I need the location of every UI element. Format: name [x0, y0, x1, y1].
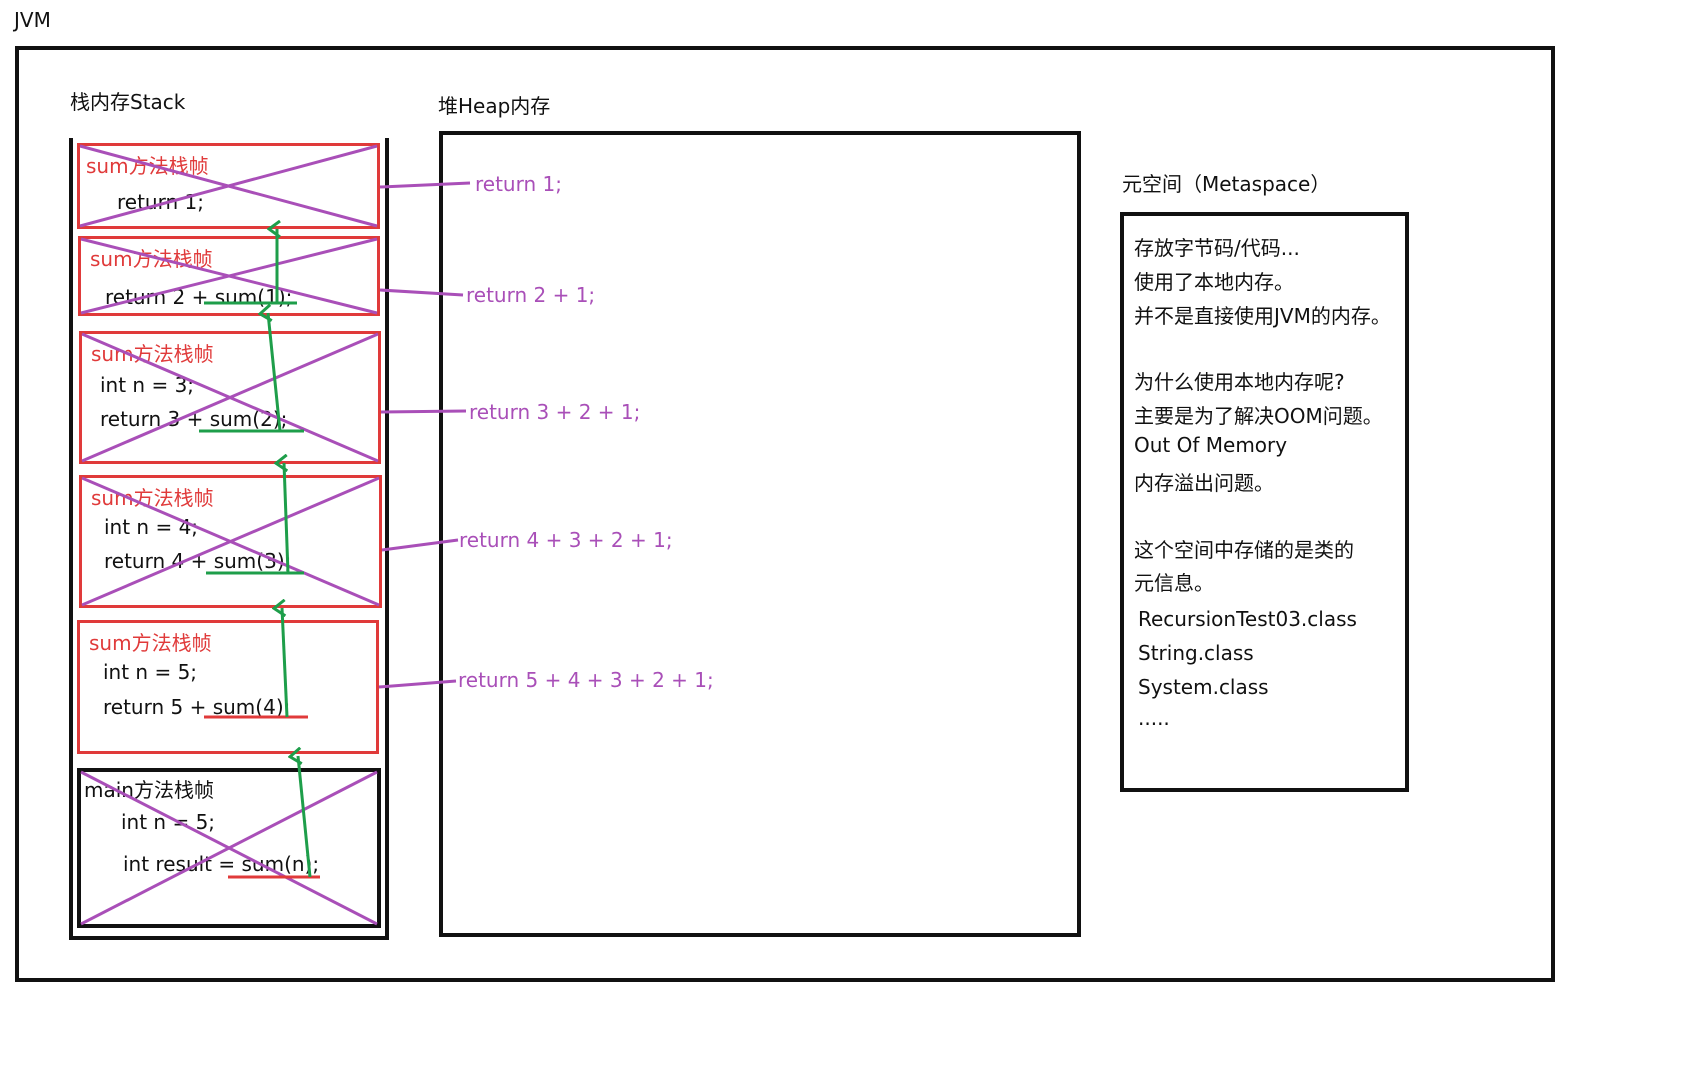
metaspace-line: System.class — [1138, 675, 1269, 699]
call-arrows — [268, 229, 312, 878]
heap-return-3: return 3 + 2 + 1; — [469, 400, 641, 424]
frame-title: sum方法栈帧 — [89, 631, 212, 655]
arrow-icon — [298, 756, 312, 878]
stack-container — [69, 138, 389, 940]
metaspace-line: 使用了本地内存。 — [1134, 270, 1294, 294]
frame-line: int n = 5; — [121, 810, 216, 834]
heap-container — [439, 131, 1081, 937]
stack-frame-sum-2: sum方法栈帧 return 2 + sum(1); — [78, 236, 380, 316]
connector-line — [379, 181, 471, 189]
heap-return-2: return 2 + 1; — [466, 283, 596, 307]
stack-label: 栈内存Stack — [70, 90, 186, 114]
metaspace-line: String.class — [1138, 641, 1254, 665]
connector-line — [380, 409, 467, 414]
heap-return-1: return 1; — [475, 172, 562, 196]
connector-line — [381, 538, 459, 552]
frame-line: return 3 + sum(2); — [100, 407, 288, 431]
metaspace-line: 为什么使用本地内存呢? — [1134, 370, 1345, 394]
metaspace-container: 存放字节码/代码... 使用了本地内存。 并不是直接使用JVM的内存。 为什么使… — [1120, 212, 1409, 792]
frame-line: return 5 + sum(4); — [103, 695, 291, 719]
frame-line: int n = 5; — [103, 660, 198, 684]
stack-frame-main: main方法栈帧 int n = 5; int result = sum(n); — [77, 768, 381, 928]
arrow-icon — [282, 608, 289, 718]
metaspace-line: 并不是直接使用JVM的内存。 — [1134, 304, 1391, 328]
frame-line: int n = 3; — [100, 373, 195, 397]
jvm-label: JVM — [14, 8, 51, 32]
arrow-icon — [284, 463, 290, 574]
arrow-icon — [268, 313, 282, 432]
metaspace-label: 元空间（Metaspace） — [1122, 172, 1331, 196]
frame-line: int result = sum(n); — [123, 852, 320, 876]
cross-line — [80, 237, 378, 315]
metaspace-line: 这个空间中存储的是类的 — [1134, 538, 1354, 562]
heap-connectors — [378, 181, 471, 689]
metaspace-line: 内存溢出问题。 — [1134, 471, 1274, 495]
frame-crosses — [79, 144, 380, 926]
frame-line: int n = 4; — [104, 515, 199, 539]
connector-line — [379, 288, 464, 297]
frame-line: return 1; — [117, 190, 204, 214]
metaspace-line: 元信息。 — [1134, 571, 1214, 595]
stack-frame-sum-5: sum方法栈帧 int n = 5; return 5 + sum(4); — [77, 620, 379, 754]
frame-title: main方法栈帧 — [84, 778, 214, 802]
heap-return-4: return 4 + 3 + 2 + 1; — [459, 528, 673, 552]
jvm-container — [15, 46, 1555, 982]
metaspace-line: Out Of Memory — [1134, 433, 1288, 457]
metaspace-line: RecursionTest03.class — [1138, 607, 1357, 631]
cross-line — [79, 144, 378, 228]
call-underlines — [199, 301, 320, 879]
heap-label: 堆Heap内存 — [438, 94, 551, 118]
metaspace-line: 主要是为了解决OOM问题。 — [1134, 404, 1383, 428]
cross-line — [81, 332, 379, 463]
metaspace-line: ..... — [1138, 706, 1170, 730]
heap-return-5: return 5 + 4 + 3 + 2 + 1; — [458, 668, 714, 692]
connector-line — [378, 679, 457, 689]
cross-line — [81, 476, 380, 607]
cross-line — [80, 770, 378, 926]
metaspace-line: 存放字节码/代码... — [1134, 236, 1300, 260]
